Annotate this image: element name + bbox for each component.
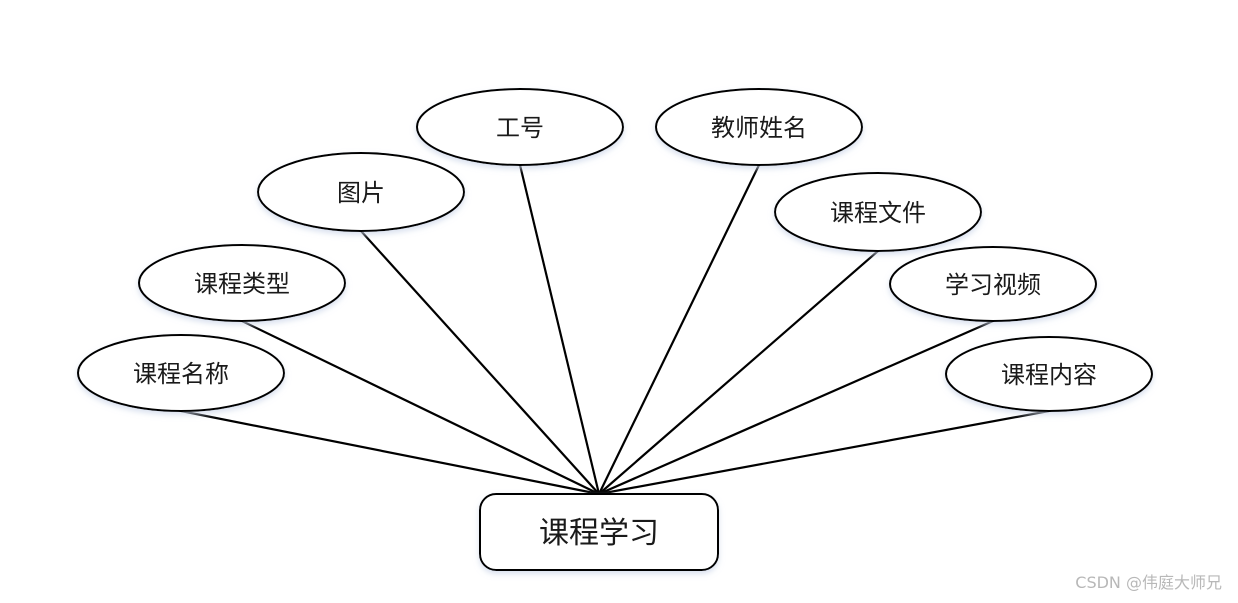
attribute-label: 教师姓名 — [711, 114, 807, 142]
attribute-label: 工号 — [496, 114, 544, 142]
attribute-label: 课程类型 — [194, 270, 290, 298]
connector-attr-7 — [598, 409, 1050, 496]
connector-lines — [180, 164, 1050, 496]
attribute-staff-id: 工号 — [416, 88, 624, 166]
connector-attr-2 — [360, 230, 600, 495]
connector-attr-3 — [518, 164, 601, 495]
attribute-course-name: 课程名称 — [77, 334, 285, 412]
attribute-label: 课程内容 — [1001, 361, 1097, 389]
entity-label: 课程学习 — [539, 516, 659, 551]
watermark-text: CSDN @伟庭大师兄 — [1075, 573, 1222, 592]
attribute-label: 课程文件 — [830, 199, 926, 227]
attribute-label: 学习视频 — [945, 271, 1041, 299]
connector-attr-1 — [241, 320, 600, 495]
connector-attr-0 — [180, 409, 600, 496]
connector-attr-5 — [598, 250, 879, 495]
attribute-course-content: 课程内容 — [945, 336, 1153, 412]
entity-course-study: 课程学习 — [479, 493, 719, 571]
attribute-course-type: 课程类型 — [138, 244, 346, 322]
attribute-label: 图片 — [337, 179, 385, 207]
connector-attr-4 — [598, 164, 760, 495]
attribute-study-video: 学习视频 — [889, 246, 1097, 322]
attribute-teacher-name: 教师姓名 — [655, 88, 863, 166]
attribute-image: 图片 — [257, 152, 465, 232]
connector-attr-6 — [598, 319, 994, 496]
attribute-label: 课程名称 — [133, 360, 229, 388]
attribute-course-file: 课程文件 — [774, 172, 982, 252]
